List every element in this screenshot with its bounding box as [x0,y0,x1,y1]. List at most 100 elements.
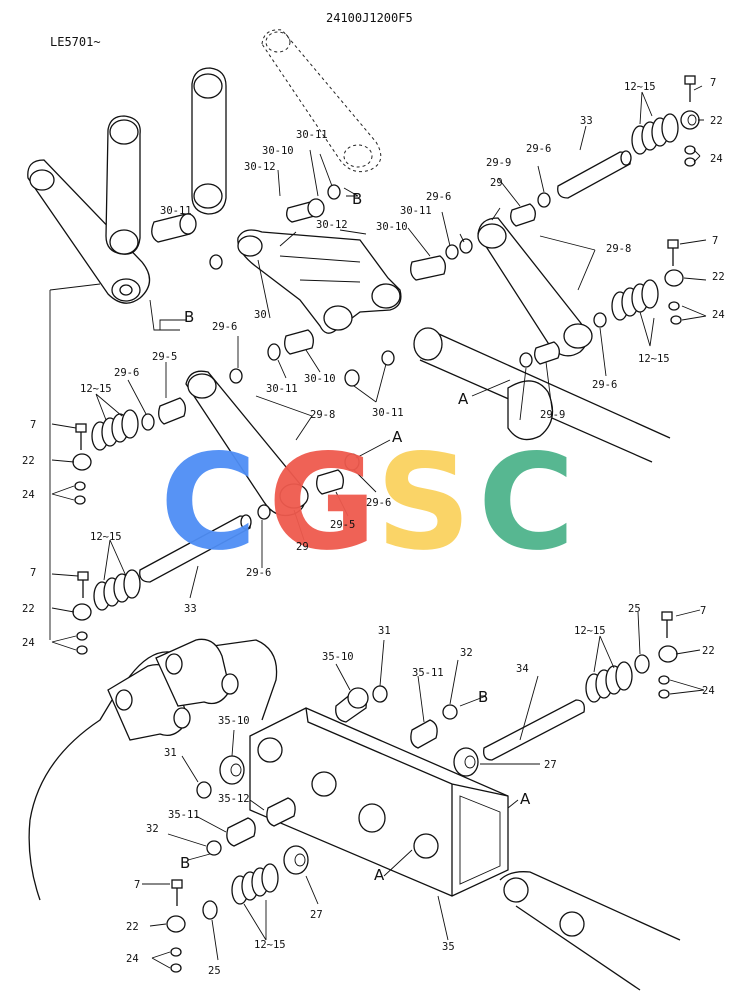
callout-label: 31 [378,625,391,637]
callout-label: B [180,854,190,872]
washer-30-11-left [209,254,223,270]
bushing-35-12 [266,797,296,827]
shaft-center [413,327,671,463]
callout-label: 30-10 [262,145,294,157]
callout-label: 24 [702,685,715,697]
watermark-letter-c1: C [160,426,257,580]
callout-label: 35-10 [322,651,354,663]
callout-label: 29-8 [310,409,335,421]
callout-label: A [520,790,531,808]
leader-lines [49,85,707,969]
spring-stack-top-right [631,113,679,155]
collar-22-right-low [658,645,678,663]
drawing-number: 24100J1200F5 [326,11,413,25]
bolt-7-left-low [77,571,89,598]
callout-label: 29-6 [366,497,391,509]
link-left-plate [27,159,151,304]
nuts-24-right [668,301,682,325]
callout-label: 32 [460,647,473,659]
washer-32-low [206,840,222,856]
callout-label: 33 [580,115,593,127]
callout-label: 31 [164,747,177,759]
bushing-29-9-top [510,203,536,227]
callout-label: 24 [22,489,35,501]
frame-35 [249,707,509,897]
washer-29-6-mid [459,238,473,254]
callout-label: 27 [544,759,557,771]
bushing-27-right [453,747,479,777]
bolt-7-top [684,75,696,102]
washer-30-11-low-a [267,343,281,361]
bushing-35-11-low [226,817,256,847]
callout-label: B [352,190,362,208]
washer-31-top [372,685,388,703]
callout-label: 7 [710,77,716,89]
nuts-24-top [684,145,696,167]
washer-29-6-left [141,413,155,431]
bushing-30-11-left [151,213,197,243]
callout-label: B [478,688,488,706]
callout-label: 22 [126,921,139,933]
washer-30-11-low-c [381,350,395,366]
callout-label: 34 [516,663,529,675]
callout-label: 12~15 [624,81,656,93]
callout-labels: 12~15 7 22 24 33 29-6 29-9 29 29-8 30-11… [22,77,725,977]
callout-label: 35-11 [412,667,444,679]
spring-stack-left-mid [91,409,139,451]
callout-label: 35-12 [218,793,250,805]
callout-label: 29-5 [152,351,177,363]
washer-29-6-top [537,192,551,208]
bolt-7-right-low [661,611,673,638]
washer-30-11-mid [445,244,459,260]
bolt-7-right [667,239,679,266]
callout-label: 7 [712,235,718,247]
callout-label: 12~15 [254,939,286,951]
callout-label: 29-6 [246,567,271,579]
callout-label: 35-10 [218,715,250,727]
bushing-29-9-right [534,341,560,365]
callout-label: 30-11 [400,205,432,217]
callout-label: 29-8 [606,243,631,255]
bolt-7-bottom [171,879,183,906]
bushing-27-low [283,845,309,875]
callout-label: 30-12 [244,161,276,173]
callout-label: 30-12 [316,219,348,231]
spring-stack-right-mid [611,279,659,321]
bushing-30-10-low [284,329,314,355]
callout-label: 35 [442,941,455,953]
callout-label: A [392,428,403,446]
bushing-29-5-left [158,397,186,425]
callout-label: 29-6 [426,191,451,203]
callout-label: B [184,308,194,326]
collar-22-right [664,269,684,287]
bushing-35-10-low [219,755,245,785]
watermark-letter-c2: C [478,426,575,580]
collar-22-bottom [166,915,186,933]
callout-label: 27 [310,909,323,921]
washer-25-bottom [202,900,218,920]
washer-29-6-left-low [257,504,271,520]
callout-label: 12~15 [638,353,670,365]
pin-34 [483,699,585,761]
callout-label: 29 [296,541,309,553]
callout-label: 22 [22,603,35,615]
bushing-29-5-center [316,469,344,495]
callout-label: 29 [490,177,503,189]
callout-label: 29-6 [212,321,237,333]
collar-22-left-mid [72,453,92,471]
nuts-24-left-mid [74,481,86,505]
callout-label: 30-11 [266,383,298,395]
callout-label: 29-9 [540,409,565,421]
washer-29-6-center [344,453,360,471]
callout-label: 29-6 [592,379,617,391]
callout-label: 22 [710,115,723,127]
washer-29-6-right [593,312,607,328]
spring-stack-left-low [93,569,141,611]
pin-33-top [557,150,632,199]
callout-label: 30-10 [304,373,336,385]
callout-label: 12~15 [574,625,606,637]
callout-label: 30-11 [160,205,192,217]
spring-stack-right-low [585,661,633,703]
callout-label: 30-11 [372,407,404,419]
